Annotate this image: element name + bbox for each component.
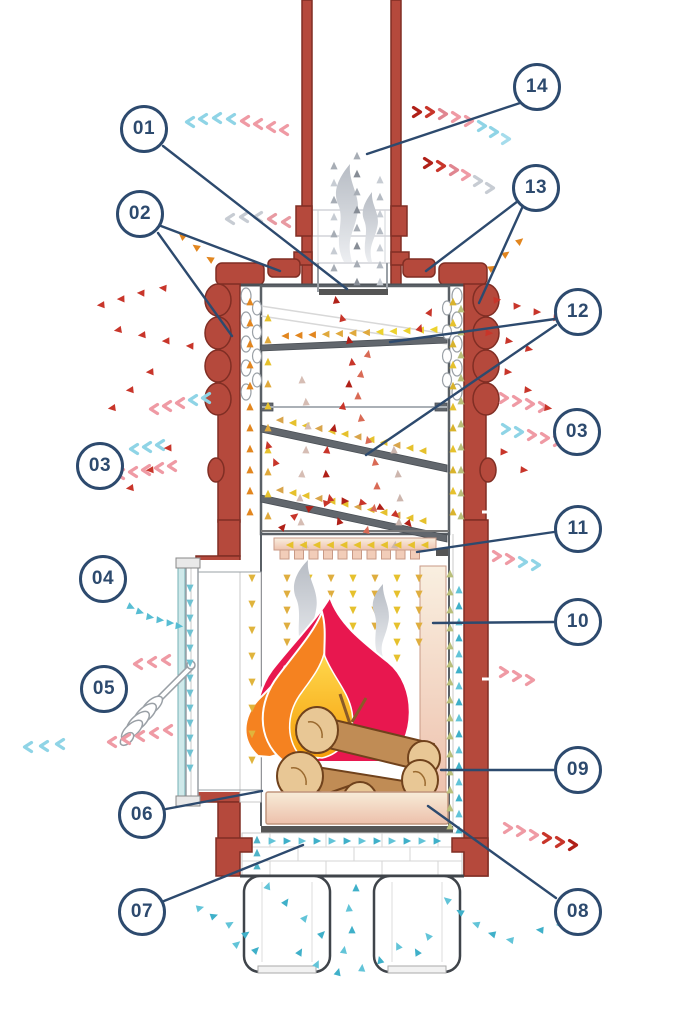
leader-14 bbox=[365, 101, 522, 156]
firebox-floor bbox=[261, 791, 453, 833]
leader-07 bbox=[162, 843, 305, 903]
callout-label: 04 bbox=[91, 568, 115, 589]
callout-label: 09 bbox=[566, 759, 590, 780]
callout-01: 01 bbox=[120, 105, 168, 153]
callout-13: 13 bbox=[512, 164, 560, 212]
leader-12-b bbox=[364, 323, 558, 457]
callout-label: 05 bbox=[92, 678, 116, 699]
leader-08 bbox=[426, 804, 558, 900]
smoke-baffle-chamber bbox=[240, 263, 463, 543]
callout-14: 14 bbox=[513, 63, 561, 111]
callout-11: 11 bbox=[554, 505, 602, 553]
leader-12-a bbox=[388, 317, 557, 344]
callout-label: 06 bbox=[130, 804, 154, 825]
callout-label: 11 bbox=[567, 518, 589, 539]
leader-10 bbox=[431, 620, 556, 625]
smoke-wisp bbox=[335, 164, 359, 262]
secondary-air-distributor bbox=[273, 537, 448, 560]
callout-label: 10 bbox=[566, 611, 590, 632]
leader-06 bbox=[164, 789, 264, 811]
callout-08: 08 bbox=[554, 888, 602, 936]
callout-label: 01 bbox=[132, 118, 156, 139]
callout-10: 10 bbox=[554, 598, 602, 646]
callout-label: 13 bbox=[524, 177, 548, 198]
leader-13-a bbox=[424, 199, 520, 273]
callout-12: 12 bbox=[554, 288, 602, 336]
callout-03-left: 03 bbox=[76, 442, 124, 490]
leader-02-a bbox=[159, 224, 282, 273]
flue-damper bbox=[319, 289, 388, 295]
smoke-wisp bbox=[362, 192, 378, 262]
stove-legs bbox=[242, 874, 462, 974]
leader-02-b bbox=[156, 231, 234, 338]
callout-label: 12 bbox=[566, 301, 590, 322]
callout-label: 14 bbox=[525, 76, 549, 97]
callout-04: 04 bbox=[79, 555, 127, 603]
callout-label: 08 bbox=[566, 901, 590, 922]
callout-07: 07 bbox=[118, 888, 166, 936]
door-handle[interactable] bbox=[118, 660, 196, 748]
callout-05: 05 bbox=[80, 665, 128, 713]
callout-label: 02 bbox=[128, 203, 152, 224]
leader-13-b bbox=[477, 206, 524, 305]
callout-label: 07 bbox=[130, 901, 154, 922]
outer-shell-right bbox=[463, 283, 500, 877]
stove-door bbox=[118, 557, 262, 807]
chimney-flue-pipe bbox=[293, 0, 410, 286]
callout-02: 02 bbox=[116, 190, 164, 238]
callout-06: 06 bbox=[118, 791, 166, 839]
callout-label: 03 bbox=[565, 421, 589, 442]
callout-03-right: 03 bbox=[553, 408, 601, 456]
callout-label: 03 bbox=[88, 455, 112, 476]
baffle-plate-2 bbox=[260, 424, 448, 473]
leader-01 bbox=[161, 144, 349, 291]
smoke-wisp bbox=[372, 584, 389, 660]
smoke-wisp bbox=[293, 560, 317, 658]
leader-lines bbox=[156, 101, 558, 903]
callout-09: 09 bbox=[554, 746, 602, 794]
leader-11 bbox=[415, 530, 556, 554]
